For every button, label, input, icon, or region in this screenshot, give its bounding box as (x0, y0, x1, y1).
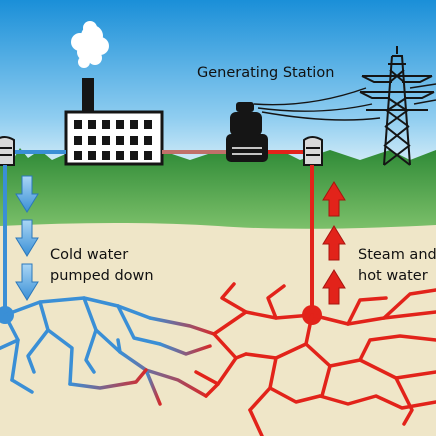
grass-band (0, 148, 436, 229)
wellhead-icon (0, 136, 323, 166)
generating-station-label: Generating Station (197, 65, 335, 81)
smoke-icon (71, 21, 109, 68)
hot-water-label-line2: hot water (358, 268, 428, 284)
hot-fracture-network (194, 282, 436, 436)
power-pylon-icon (359, 46, 435, 166)
cold-water-arrows (15, 175, 39, 301)
cold-fracture-network (0, 296, 162, 394)
cold-water-label-line1: Cold water (50, 247, 129, 263)
factory-icon (64, 78, 164, 166)
cold-water-label-line2: pumped down (50, 268, 154, 284)
mixed-fracture-network (68, 316, 216, 406)
hot-water-label-line1: Steam and (358, 247, 436, 263)
hot-water-arrows (322, 181, 346, 305)
generator-icon (226, 102, 268, 162)
hot-water-label: Steam and hot water (358, 245, 436, 287)
cold-water-label: Cold water pumped down (50, 245, 154, 287)
power-lines (253, 83, 436, 121)
